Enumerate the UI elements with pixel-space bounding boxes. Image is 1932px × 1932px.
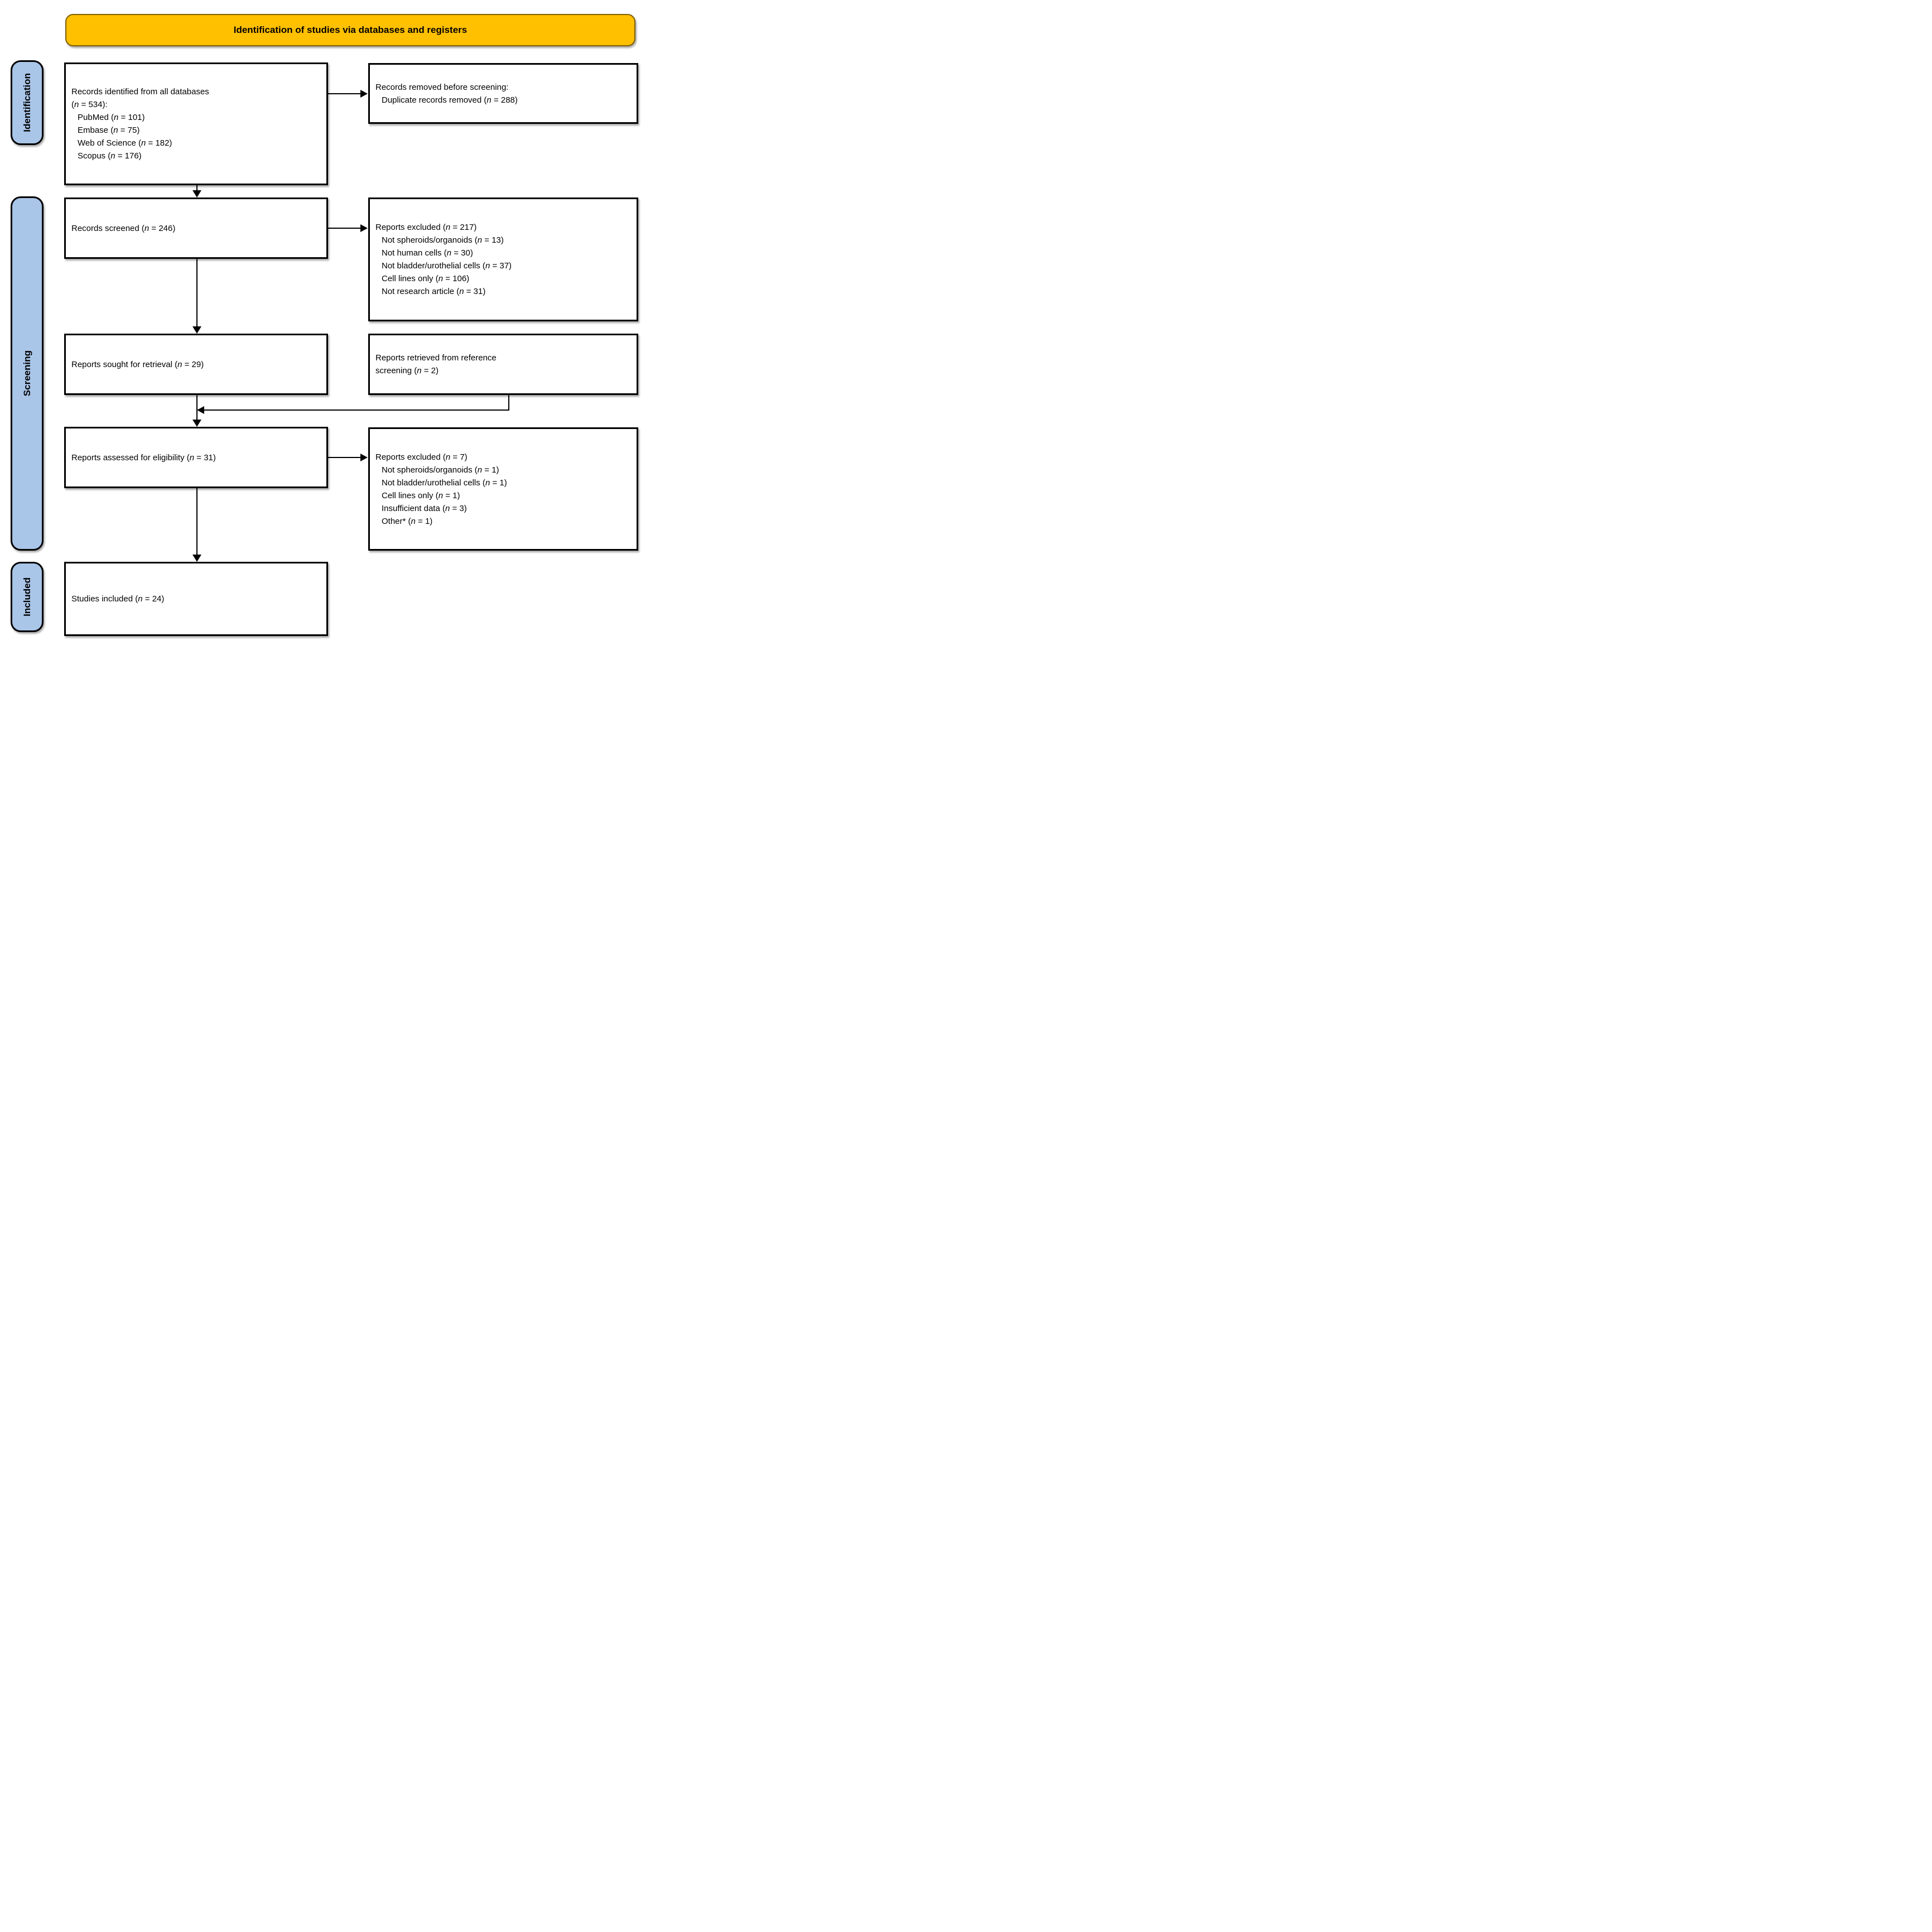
box-reports-excluded-eligibility: Reports excluded (n = 7) Not spheroids/or… [368, 427, 638, 551]
box-line: Records removed before screening: [375, 82, 509, 92]
box-line: Web of Science (n = 182) [78, 138, 172, 148]
box-line: Records identified from all databases [71, 87, 209, 97]
box-line: Studies included (n = 24) [71, 594, 165, 604]
arrowhead-left-icon [197, 406, 204, 414]
banner: Identification of studies via databases … [65, 14, 635, 46]
stage-label-screening: Screening [11, 196, 44, 551]
box-line: Reports retrieved from reference [375, 353, 497, 363]
box-line: Not human cells (n = 30) [382, 248, 473, 258]
box-line: Records screened (n = 246) [71, 223, 176, 233]
box-line: PubMed (n = 101) [78, 113, 145, 122]
arrow-assessed-to-excluded [328, 457, 362, 458]
arrow-identified-to-removed [328, 93, 362, 94]
stage-label-identification: Identification [11, 60, 44, 145]
arrow-assessed-to-included [196, 488, 197, 556]
connector-reference-down [508, 395, 509, 411]
box-records-removed: Records removed before screening: Duplica… [368, 63, 638, 124]
box-line: Scopus (n = 176) [78, 151, 142, 161]
box-line: (n = 534): [71, 100, 108, 109]
box-line: Reports sought for retrieval (n = 29) [71, 359, 204, 369]
box-line: Cell lines only (n = 1) [382, 490, 460, 500]
connector-reference-horizontal [203, 409, 509, 411]
arrowhead-right-icon [360, 454, 368, 461]
box-records-identified: Records identified from all databases (n … [64, 62, 328, 185]
arrow-screened-to-excluded [328, 228, 362, 229]
arrowhead-down-icon [192, 420, 201, 427]
arrow-screened-to-sought [196, 259, 197, 328]
stage-label-text: Identification [21, 73, 32, 132]
box-line: Not research article (n = 31) [382, 287, 486, 296]
box-reports-sought: Reports sought for retrieval (n = 29) [64, 334, 328, 395]
arrowhead-down-icon [192, 190, 201, 197]
box-line: Reports assessed for eligibility (n = 31… [71, 452, 216, 462]
box-reports-assessed: Reports assessed for eligibility (n = 31… [64, 427, 328, 488]
stage-label-text: Included [21, 577, 32, 616]
box-reports-excluded-screening: Reports excluded (n = 217) Not spheroids/… [368, 197, 638, 321]
box-studies-included: Studies included (n = 24) [64, 562, 328, 636]
prisma-flow-diagram: Identification of studies via databases … [0, 0, 644, 644]
arrowhead-down-icon [192, 326, 201, 334]
box-line: Not bladder/urothelial cells (n = 37) [382, 261, 512, 271]
banner-title: Identification of studies via databases … [233, 25, 468, 35]
box-line: Not spheroids/organoids (n = 13) [382, 235, 504, 245]
box-line: Not bladder/urothelial cells (n = 1) [382, 478, 507, 488]
box-line: Insufficient data (n = 3) [382, 503, 467, 513]
stage-label-text: Screening [21, 350, 32, 397]
box-reports-reference: Reports retrieved from reference screenin… [368, 334, 638, 395]
arrow-identified-to-screened [196, 185, 197, 192]
box-line: Reports excluded (n = 7) [375, 452, 468, 462]
box-line: Duplicate records removed (n = 288) [382, 95, 518, 105]
stage-label-included: Included [11, 562, 44, 632]
arrowhead-right-icon [360, 90, 368, 98]
box-line: Reports excluded (n = 217) [375, 223, 477, 232]
arrowhead-right-icon [360, 224, 368, 232]
box-line: Not spheroids/organoids (n = 1) [382, 465, 499, 475]
box-line: Other* (n = 1) [382, 516, 433, 526]
box-line: Embase (n = 75) [78, 126, 140, 135]
box-line: screening (n = 2) [375, 366, 439, 375]
box-records-screened: Records screened (n = 246) [64, 197, 328, 259]
box-line: Cell lines only (n = 106) [382, 274, 470, 283]
arrowhead-down-icon [192, 555, 201, 562]
